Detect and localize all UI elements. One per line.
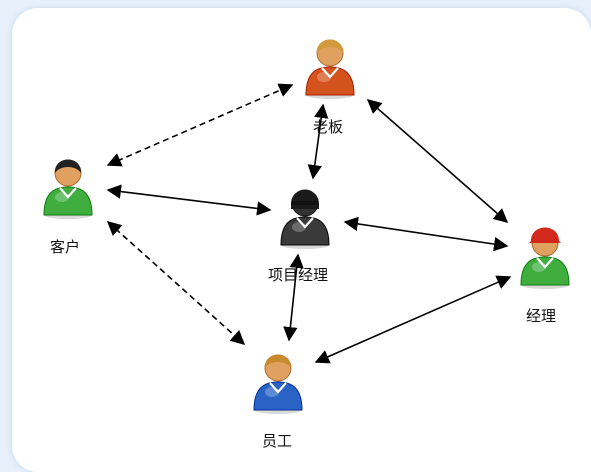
edge-boss-manager [366, 99, 509, 223]
person-green-icon [43, 159, 93, 219]
node-label-pm: 项目经理 [268, 266, 329, 284]
edge-customer-boss [106, 83, 294, 167]
edge-boss-pm [307, 103, 329, 180]
node-label-boss: 老板 [313, 118, 344, 136]
person-orange-icon [305, 39, 355, 99]
person-blue-icon [253, 354, 303, 414]
node-label-customer: 客户 [50, 238, 81, 256]
edge-manager-staff [314, 275, 512, 364]
edge-pm-staff [283, 253, 304, 342]
node-label-staff: 员工 [262, 432, 293, 450]
person-black-masked-icon [280, 189, 330, 249]
node-label-manager: 经理 [526, 307, 557, 325]
edge-customer-staff [106, 221, 246, 345]
person-green-red-cap-icon [520, 227, 570, 289]
edge-pm-manager [343, 216, 509, 252]
edge-customer-pm [106, 184, 272, 216]
